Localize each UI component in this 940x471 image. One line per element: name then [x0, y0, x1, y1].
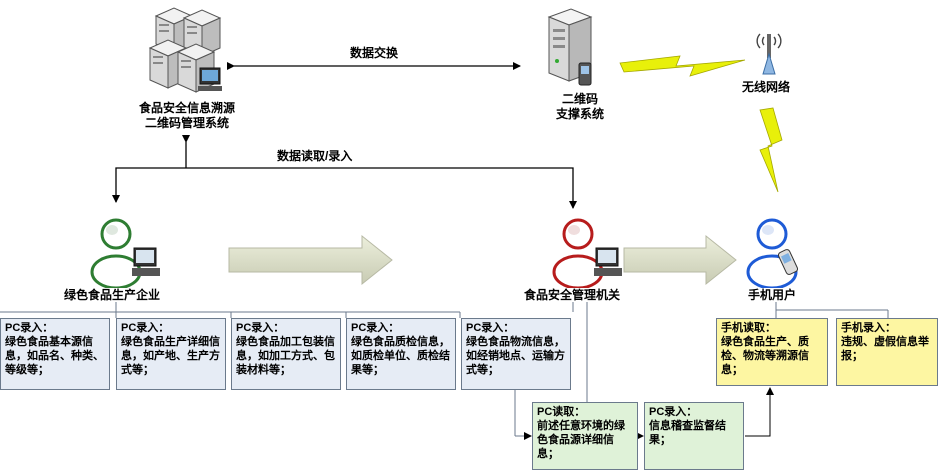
- antenna-icon: [756, 33, 782, 75]
- box-production-info-body: 绿色食品生产详细信息，如产地、生产方式等；: [121, 336, 220, 376]
- support-server-icon: [547, 8, 593, 86]
- agency-label: 食品安全管理机关: [524, 288, 621, 302]
- data-exchange-label: 数据交换: [350, 46, 399, 60]
- flow-arrow-2: [623, 234, 737, 286]
- mobile-user-icon: [746, 218, 799, 288]
- data-read-write-label: 数据读取/录入: [277, 149, 353, 163]
- box-basic-info: PC录入： 绿色食品基本源信息，如品名、种类、等级等；: [0, 318, 110, 390]
- box-mobile-read-title: 手机读取：: [721, 322, 776, 334]
- lightning-1: [619, 55, 746, 77]
- box-mobile-report-title: 手机录入：: [841, 322, 896, 334]
- server-main-label-line1: 食品安全信息溯源: [138, 101, 235, 115]
- box-logistics-info-title: PC录入：: [466, 322, 515, 334]
- box-logistics-info: PC录入： 绿色食品物流信息，如经销地点、运输方式等；: [461, 318, 571, 390]
- mobile-user-label: 手机用户: [748, 288, 797, 302]
- box-basic-info-title: PC录入：: [5, 322, 54, 334]
- box-mobile-report-body: 违规、虚假信息举报；: [841, 336, 929, 362]
- box-mobile-report: 手机录入： 违规、虚假信息举报；: [836, 318, 938, 386]
- support-server-label-line2: 支撑系统: [555, 107, 604, 121]
- support-server-label: 二维码 支撑系统: [540, 92, 620, 122]
- box-supervision-title: PC录入：: [649, 406, 698, 418]
- box-packaging-info-title: PC录入：: [236, 322, 285, 334]
- box-pc-read: PC读取： 前述任意环境的绿色食品源详细信息；: [532, 402, 638, 470]
- box-production-info-title: PC录入：: [121, 322, 170, 334]
- server-main-label-line2: 二维码管理系统: [144, 116, 229, 130]
- wireless-label: 无线网络: [742, 80, 791, 94]
- box-production-info: PC录入： 绿色食品生产详细信息，如产地、生产方式等；: [116, 318, 226, 390]
- box-quality-info-title: PC录入：: [351, 322, 400, 334]
- enterprise-label: 绿色食品生产企业: [64, 288, 161, 302]
- agency-user-icon: [552, 218, 622, 288]
- box-logistics-info-body: 绿色食品物流信息，如经销地点、运输方式等；: [466, 336, 565, 376]
- box-quality-info-body: 绿色食品质检信息，如质检单位、质检结果等；: [351, 336, 450, 376]
- server-cluster-icon: [148, 7, 222, 93]
- box-mobile-read-body: 绿色食品生产、质检、物流等溯源信息；: [721, 336, 809, 376]
- lightning-2: [759, 107, 783, 193]
- box-basic-info-body: 绿色食品基本源信息，如品名、种类、等级等；: [5, 336, 104, 376]
- flow-arrow-1: [228, 234, 393, 286]
- box-supervision: PC录入： 信息稽查监督结果；: [644, 402, 744, 470]
- box-packaging-info-body: 绿色食品加工包装信息，如加工方式、包装材料等；: [236, 336, 335, 376]
- box-packaging-info: PC录入： 绿色食品加工包装信息，如加工方式、包装材料等；: [231, 318, 341, 390]
- box-mobile-read: 手机读取： 绿色食品生产、质检、物流等溯源信息；: [716, 318, 828, 386]
- box-quality-info: PC录入： 绿色食品质检信息，如质检单位、质检结果等；: [346, 318, 456, 390]
- server-main-label: 食品安全信息溯源 二维码管理系统: [124, 101, 250, 131]
- enterprise-user-icon: [90, 218, 160, 288]
- data-read-write-arrow: [115, 167, 577, 209]
- box-pc-read-body: 前述任意环境的绿色食品源详细信息；: [537, 420, 625, 460]
- box-supervision-body: 信息稽查监督结果；: [649, 420, 726, 446]
- box-pc-read-title: PC读取：: [537, 406, 586, 418]
- support-server-label-line1: 二维码: [561, 92, 598, 106]
